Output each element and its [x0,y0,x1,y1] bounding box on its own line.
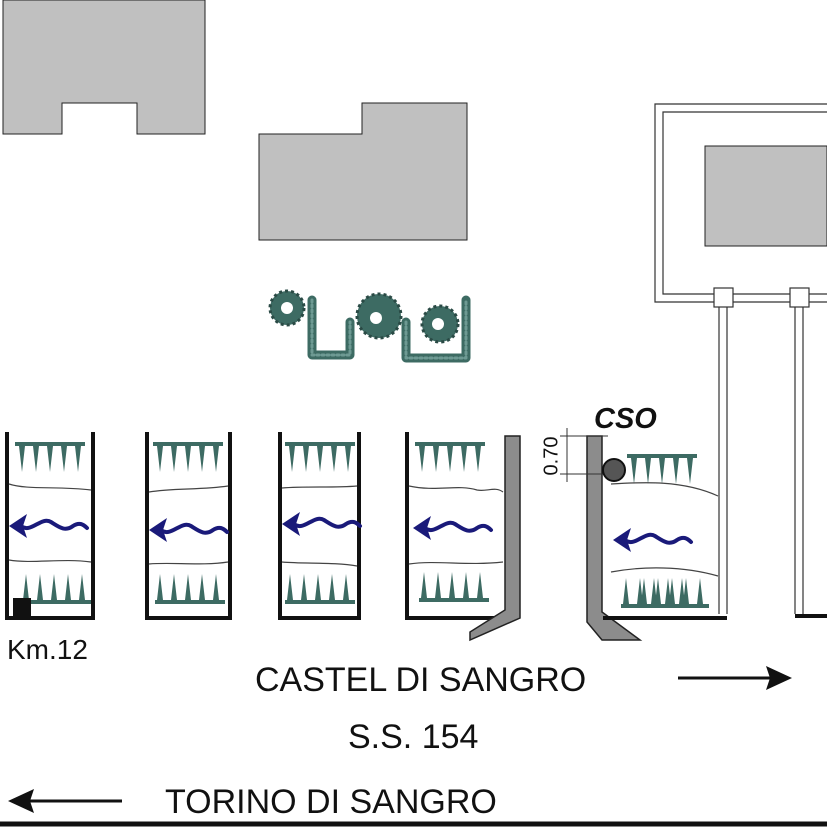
shrub-1 [268,289,306,327]
shrub-3 [420,304,460,344]
building-right [704,145,827,247]
dimension-marker [560,428,608,482]
arrow-right-icon [678,666,792,690]
enclosure-right [654,103,827,618]
section-panel-3 [278,432,362,620]
barrier-left [469,435,521,642]
arrow-left-icon [8,789,122,813]
cso-sensor-icon [602,458,626,482]
km-label: Km.12 [7,634,88,665]
building-center [258,102,468,241]
dimension-label: 0.70 [540,437,562,476]
section-panel-2 [145,432,232,620]
section-panel-1 [5,432,95,620]
section-panel-4 [405,432,504,620]
shrub-2 [355,292,403,340]
vegetation-hedge [307,295,471,363]
section-panel-5 [603,454,727,620]
direction-right-label: CASTEL DI SANGRO [255,661,586,699]
direction-left-label: TORINO DI SANGRO [165,783,497,821]
km-marker [13,598,31,616]
cso-label: CSO [594,403,657,435]
building-top-left [2,0,206,135]
road-label: S.S. 154 [348,718,478,756]
